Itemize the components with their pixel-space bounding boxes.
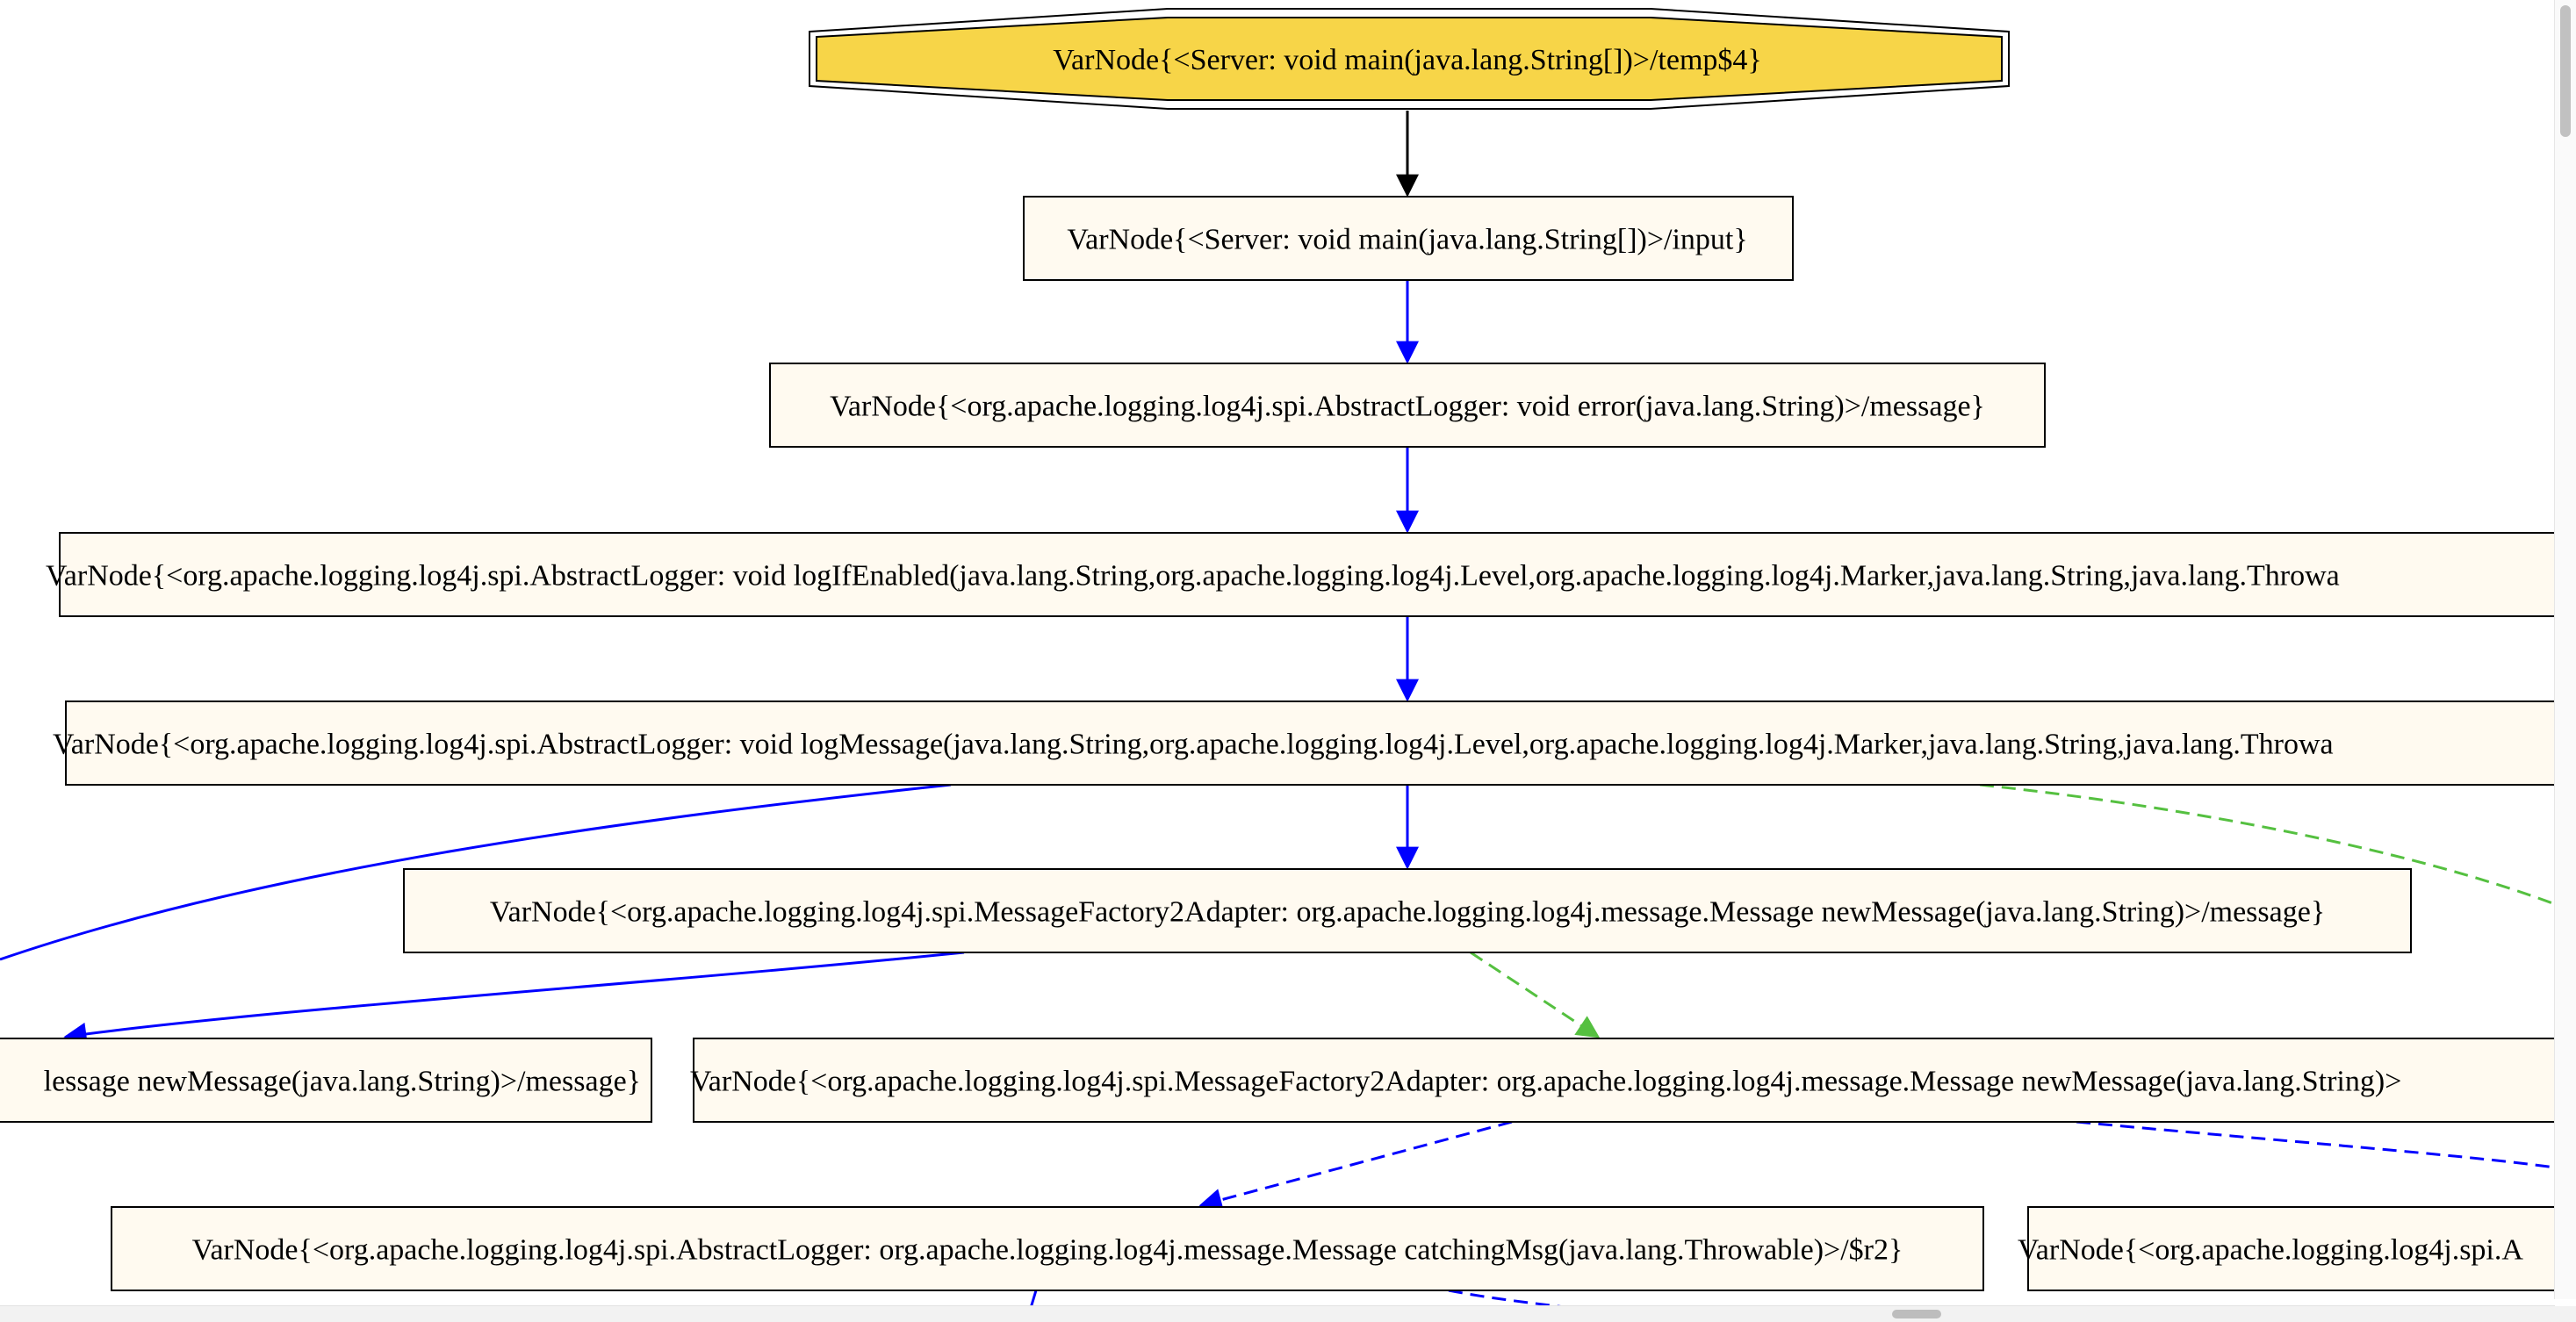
- node-shape: [59, 532, 2576, 617]
- node-label: VarNode{<org.apache.logging.log4j.spi.A: [2018, 1234, 2523, 1267]
- graph-node-logIfEnabled[interactable]: VarNode{<org.apache.logging.log4j.spi.Ab…: [46, 532, 2576, 617]
- graph-node-logMessage[interactable]: VarNode{<org.apache.logging.log4j.spi.Ab…: [53, 701, 2576, 786]
- node-shape: [403, 868, 2412, 953]
- graph-node-partial_right[interactable]: VarNode{<org.apache.logging.log4j.spi.A: [2018, 1206, 2576, 1291]
- node-label: VarNode{<org.apache.logging.log4j.spi.Me…: [690, 1066, 2401, 1098]
- graph-node-temp4[interactable]: VarNode{<Server: void main(java.lang.Str…: [809, 8, 2010, 110]
- graph-node-error_message[interactable]: VarNode{<org.apache.logging.log4j.spi.Ab…: [769, 363, 2046, 448]
- graph-node-catchingMsg_r2[interactable]: VarNode{<org.apache.logging.log4j.spi.Ab…: [111, 1206, 1984, 1291]
- edge-factory2_message_right-to-offscreen-right: [2076, 1120, 2556, 1169]
- node-label: VarNode{<org.apache.logging.log4j.spi.Me…: [490, 896, 2325, 929]
- node-outer-border: [809, 8, 2010, 110]
- horizontal-scrollbar[interactable]: [0, 1305, 2555, 1322]
- node-label: VarNode{<Server: void main(java.lang.Str…: [1067, 224, 1747, 256]
- edge-logMessage-to-offscreen-left: [0, 783, 952, 961]
- graph-node-factory2_message_right[interactable]: VarNode{<org.apache.logging.log4j.spi.Me…: [690, 1038, 2576, 1123]
- node-shape: [769, 363, 2046, 448]
- edge-logMessage-to-offscreen-right: [1979, 783, 2556, 906]
- node-label: lessage newMessage(java.lang.String)>/me…: [44, 1066, 641, 1098]
- edge-factory2_message-to-factory2_message_right: [1470, 951, 1601, 1038]
- horizontal-scrollbar-thumb[interactable]: [1892, 1310, 1941, 1318]
- scrollbar-corner: [2555, 1306, 2576, 1322]
- node-shape: [0, 1038, 652, 1123]
- vertical-scrollbar-thumb[interactable]: [2560, 5, 2571, 137]
- node-shape: [111, 1206, 1984, 1291]
- node-shape: [693, 1038, 2576, 1123]
- vertical-scrollbar[interactable]: [2554, 0, 2576, 1299]
- node-shape: [816, 17, 2003, 101]
- node-shape: [65, 701, 2576, 786]
- node-shape: [2027, 1206, 2576, 1291]
- node-label: VarNode{<org.apache.logging.log4j.spi.Ab…: [46, 560, 2340, 593]
- edge-factory2_message-to-left_message: [63, 951, 965, 1045]
- edge-factory2_message_right-to-catchingMsg_r2: [1198, 1120, 1513, 1211]
- graph-node-factory2_message[interactable]: VarNode{<org.apache.logging.log4j.spi.Me…: [403, 868, 2412, 953]
- node-label: VarNode{<org.apache.logging.log4j.spi.Ab…: [53, 729, 2334, 761]
- node-shape: [1023, 196, 1794, 281]
- edge-catchingMsg_r2-to-offscreen-below: [1029, 1290, 1038, 1309]
- node-label: VarNode{<Server: void main(java.lang.Str…: [1053, 44, 1761, 76]
- graph-node-left_message[interactable]: lessage newMessage(java.lang.String)>/me…: [0, 1038, 652, 1123]
- graph-node-input[interactable]: VarNode{<Server: void main(java.lang.Str…: [1023, 196, 1794, 281]
- node-label: VarNode{<org.apache.logging.log4j.spi.Ab…: [830, 391, 1985, 423]
- node-label: VarNode{<org.apache.logging.log4j.spi.Ab…: [192, 1234, 1903, 1267]
